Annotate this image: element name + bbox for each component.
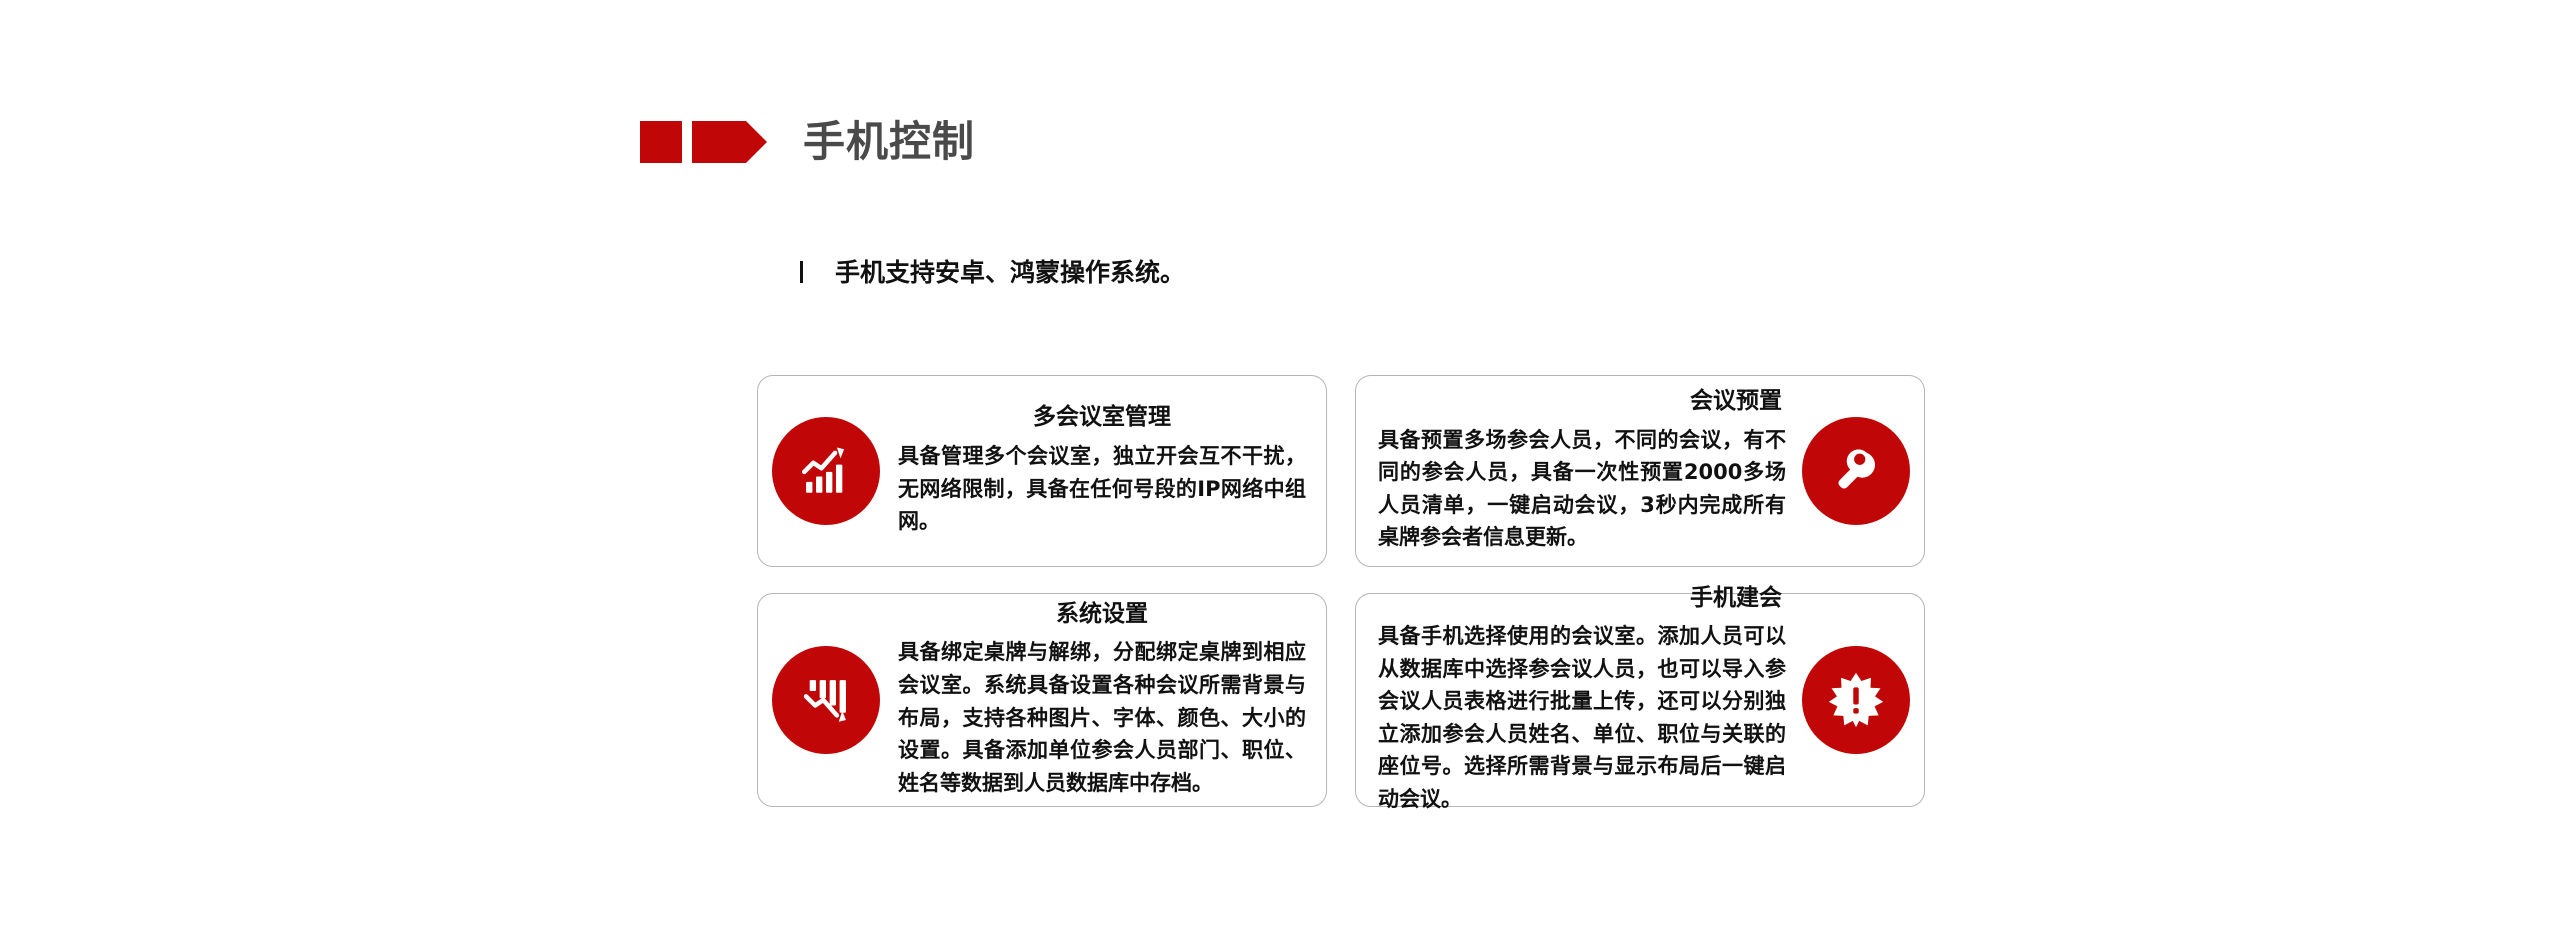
feature-card-mobile-create-meeting[interactable]: 手机建会 具备手机选择使用的会议室。添加人员可以从数据库中选择参会议人员，也可以…	[1355, 585, 1925, 811]
card-description: 具备绑定桌牌与解绑，分配绑定桌牌到相应会议室。系统具备设置各种会议所需背景与布局…	[898, 640, 1306, 795]
key-icon	[1802, 417, 1910, 525]
red-square-icon	[640, 121, 682, 163]
card-title: 多会议室管理	[1033, 404, 1171, 431]
starburst-exclamation-icon	[1802, 646, 1910, 754]
bar-chart-falling-arrow-icon	[772, 646, 880, 754]
card-body: 会议预置 具备预置多场参会人员，不同的会议，有不同的参会人员，具备一次性预置20…	[1370, 388, 1802, 554]
card-title: 系统设置	[1056, 600, 1148, 627]
feature-cards-grid: 多会议室管理 具备管理多个会议室，独立开会互不干扰，无网络限制，具备在任何号段的…	[757, 375, 1925, 811]
card-description: 具备预置多场参会人员，不同的会议，有不同的参会人员，具备一次性预置2000多场人…	[1378, 427, 1786, 550]
card-description: 具备手机选择使用的会议室。添加人员可以从数据库中选择参会议人员，也可以导入参会议…	[1378, 624, 1786, 811]
card-body: 多会议室管理 具备管理多个会议室，独立开会互不干扰，无网络限制，具备在任何号段的…	[880, 404, 1312, 537]
red-arrow-icon	[692, 121, 767, 163]
card-title: 手机建会	[1690, 584, 1782, 611]
feature-card-system-settings[interactable]: 系统设置 具备绑定桌牌与解绑，分配绑定桌牌到相应会议室。系统具备设置各种会议所需…	[757, 593, 1327, 807]
subtitle-row: 手机支持安卓、鸿蒙操作系统。	[800, 255, 1185, 289]
header-decoration	[640, 121, 767, 163]
card-body: 系统设置 具备绑定桌牌与解绑，分配绑定桌牌到相应会议室。系统具备设置各种会议所需…	[880, 601, 1312, 799]
feature-card-multi-meeting-room-management[interactable]: 多会议室管理 具备管理多个会议室，独立开会互不干扰，无网络限制，具备在任何号段的…	[757, 375, 1327, 567]
subtitle-text: 手机支持安卓、鸿蒙操作系统。	[835, 257, 1186, 287]
card-description: 具备管理多个会议室，独立开会互不干扰，无网络限制，具备在任何号段的IP网络中组网…	[898, 443, 1306, 534]
page-title: 手机控制	[803, 117, 976, 166]
page-header: 手机控制	[640, 112, 975, 172]
card-body: 手机建会 具备手机选择使用的会议室。添加人员可以从数据库中选择参会议人员，也可以…	[1370, 585, 1802, 816]
vertical-bar-bullet-icon	[800, 261, 803, 283]
feature-card-meeting-preset[interactable]: 会议预置 具备预置多场参会人员，不同的会议，有不同的参会人员，具备一次性预置20…	[1355, 375, 1925, 567]
card-title: 会议预置	[1690, 388, 1782, 415]
bar-chart-rising-arrow-icon	[772, 417, 880, 525]
